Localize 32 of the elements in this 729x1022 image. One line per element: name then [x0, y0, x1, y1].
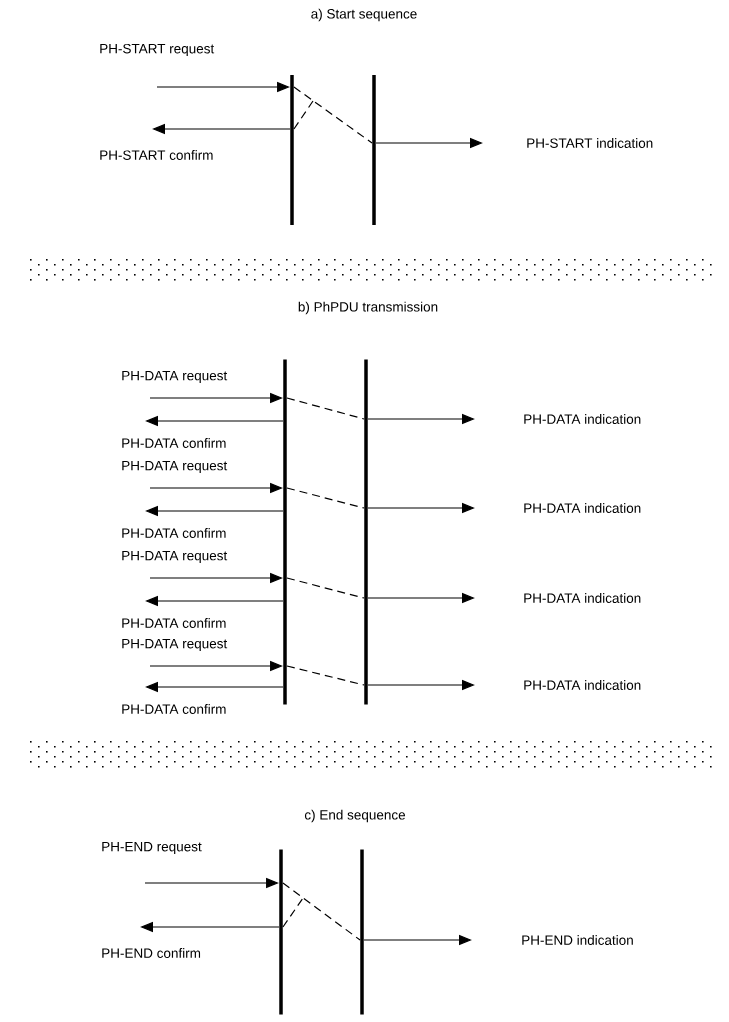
dashed-line	[286, 665, 365, 686]
edge-label: PH-DATA confirm	[120, 703, 228, 715]
dashed-line	[286, 577, 365, 599]
lifeline	[372, 75, 376, 225]
edge-label: PH-DATA confirm	[120, 527, 228, 539]
edge-label: PH-DATA indication	[522, 502, 643, 514]
edge-label: PH-START request	[98, 42, 216, 58]
edge-label: PH-DATA confirm	[120, 617, 228, 629]
acknowledge-line	[293, 100, 314, 130]
edge-label: PH-DATA request	[120, 459, 229, 475]
edge-label: PH-END indication	[520, 934, 635, 946]
edge-label: PH-DATA indication	[522, 679, 643, 691]
lifeline	[364, 359, 368, 705]
dashed-line	[282, 882, 361, 941]
lifeline	[360, 849, 364, 1015]
edge-label: PH-DATA request	[120, 369, 229, 385]
edge-label: PH-END request	[100, 840, 203, 856]
edge-label: PH-DATA request	[120, 549, 229, 565]
edge-label: PH-DATA request	[120, 637, 229, 653]
acknowledge-line	[282, 897, 304, 928]
section-title: a) Start sequence	[311, 8, 417, 22]
edge-label: PH-START confirm	[98, 149, 215, 161]
section-title: c) End sequence	[304, 809, 406, 823]
edge-label: PH-DATA confirm	[120, 437, 228, 449]
dashed-line	[293, 86, 373, 144]
edge-label: PH-END confirm	[100, 947, 202, 959]
edge-label: PH-DATA indication	[522, 592, 643, 604]
dashed-line	[286, 397, 365, 420]
edge-label: PH-DATA indication	[522, 413, 643, 425]
edge-label: PH-START indication	[525, 137, 655, 149]
dashed-line	[286, 487, 365, 509]
section-title: b) PhPDU transmission	[298, 301, 438, 315]
